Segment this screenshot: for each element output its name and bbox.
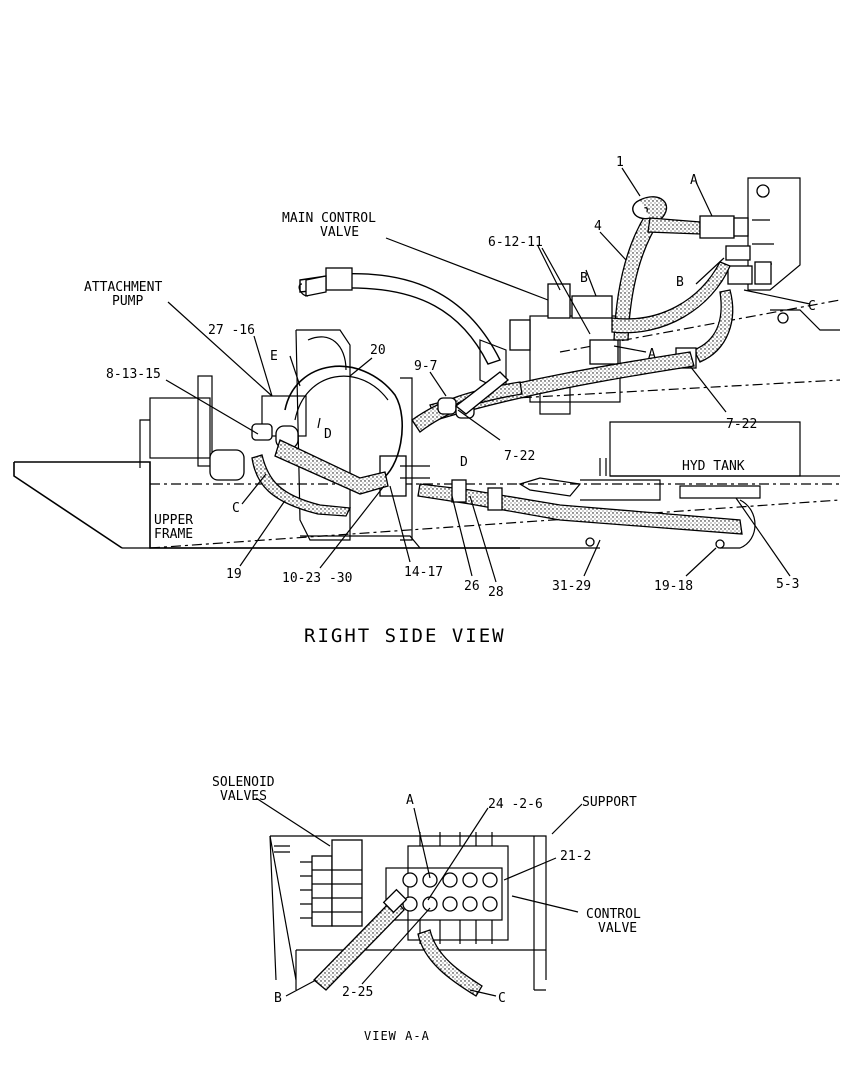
right-side-view-title: RIGHT SIDE VIEW	[304, 625, 506, 647]
label-main-control-valve-line2: VALVE	[320, 225, 359, 240]
label-support: SUPPORT	[582, 795, 637, 810]
label-hyd-tank: HYD TANK	[682, 459, 745, 474]
callout-A-view: A	[406, 793, 414, 808]
callout-B-right: B	[676, 275, 684, 290]
callout-20: 20	[370, 343, 386, 358]
callout-A-top: A	[690, 173, 698, 188]
right-view-leaders	[165, 167, 811, 583]
label-attachment-pump-line1: ATTACHMENT	[84, 280, 162, 295]
callout-2-25: 2-25	[342, 985, 373, 1000]
callout-21-2: 21-2	[560, 849, 591, 864]
callout-B-view: B	[274, 991, 282, 1006]
callout-28: 28	[488, 585, 504, 600]
label-control-valve-line2: VALVE	[598, 921, 637, 936]
callout-31-29: 31-29	[552, 579, 591, 594]
callout-6-12-11: 6-12-11	[488, 235, 543, 250]
callout-C-pump: C	[232, 501, 240, 516]
label-solenoid-valves-line2: VALVES	[220, 789, 267, 804]
label-solenoid-valves-line1: SOLENOID	[212, 775, 275, 790]
callout-10-23-30: 10-23 -30	[282, 571, 352, 586]
callout-E: E	[270, 349, 278, 364]
callout-A-mid: A	[648, 347, 656, 362]
callout-7-22-center: 7-22	[504, 449, 535, 464]
callout-19: 19	[226, 567, 242, 582]
callout-19-18: 19-18	[654, 579, 693, 594]
callout-7-22-right: 7-22	[726, 417, 757, 432]
callout-D-right: D	[460, 455, 468, 470]
callout-B-valve: B	[580, 271, 588, 286]
label-upper-frame-line1: UPPER	[154, 513, 193, 528]
view-a-a-leaders	[255, 797, 583, 997]
view-a-a-drawing	[269, 832, 547, 997]
label-main-control-valve-line1: MAIN CONTROL	[282, 211, 376, 226]
label-upper-frame-line2: FRAME	[154, 527, 193, 542]
callout-5-3: 5-3	[776, 577, 799, 592]
right-view-labels: MAIN CONTROL VALVE ATTACHMENT PUMP UPPER…	[84, 155, 816, 647]
callout-C-right: C	[808, 299, 816, 314]
callout-4: 4	[594, 219, 602, 234]
label-control-valve-line1: CONTROL	[586, 907, 641, 922]
view-a-a-labels: SOLENOID VALVES A 24 -2-6 SUPPORT 21-2 C…	[212, 775, 641, 1043]
callout-14-17: 14-17	[404, 565, 443, 580]
callout-24-2-6: 24 -2-6	[488, 797, 543, 812]
callout-8-13-15: 8-13-15	[106, 367, 161, 382]
label-attachment-pump-line2: PUMP	[112, 294, 143, 309]
right-side-view-drawing	[13, 177, 841, 549]
callout-C-view: C	[498, 991, 506, 1006]
view-a-a-title: VIEW A-A	[364, 1029, 430, 1043]
callout-9-7: 9-7	[414, 359, 437, 374]
callout-26: 26	[464, 579, 480, 594]
callout-27-16: 27 -16	[208, 323, 255, 338]
callout-D-left: D	[324, 427, 332, 442]
callout-1: 1	[616, 155, 624, 170]
